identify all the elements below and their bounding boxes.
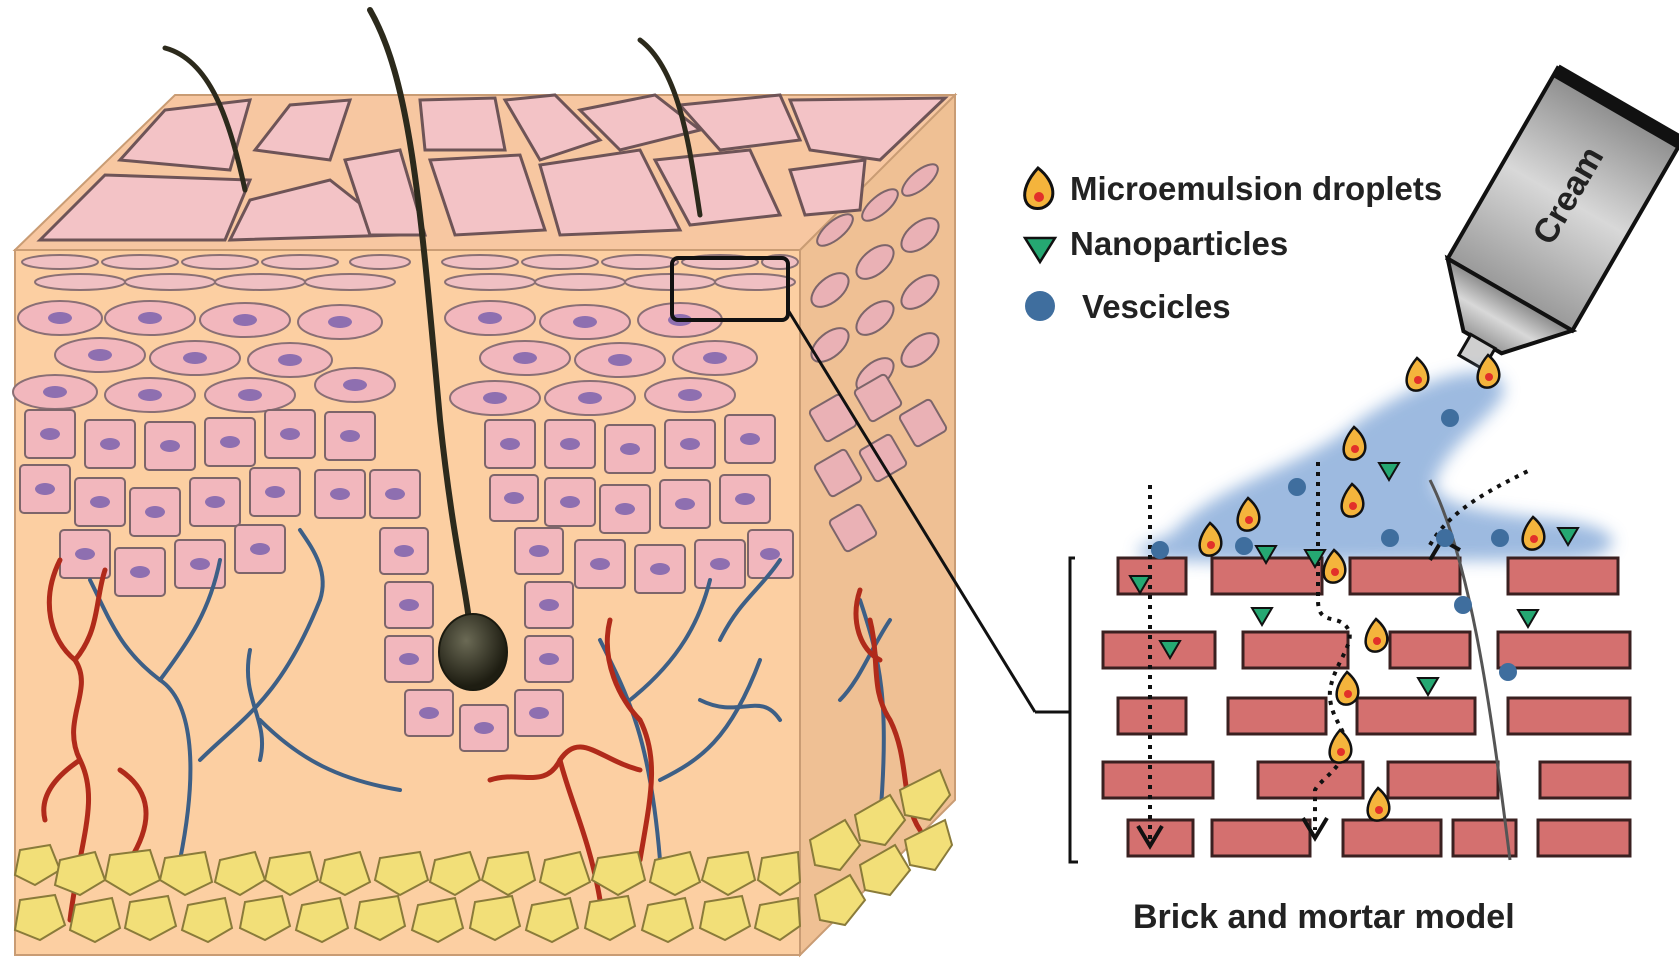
- brick-mortar-caption: Brick and mortar model: [1133, 898, 1515, 936]
- vesicle-icon: [1025, 291, 1055, 321]
- hair-follicle-bulb: [439, 614, 507, 690]
- droplet-icon: [1025, 168, 1053, 209]
- triangle-icon: [1025, 238, 1055, 262]
- legend-label-vesicles: Vescicles: [1082, 288, 1231, 325]
- legend-label-nanoparticles: Nanoparticles: [1070, 225, 1288, 262]
- legend-label-droplets: Microemulsion droplets: [1070, 170, 1442, 207]
- skin-block: [13, 10, 955, 955]
- cream-tube: Cream: [1409, 65, 1679, 399]
- legend: Microemulsion droplets Nanoparticles Ves…: [1025, 168, 1443, 325]
